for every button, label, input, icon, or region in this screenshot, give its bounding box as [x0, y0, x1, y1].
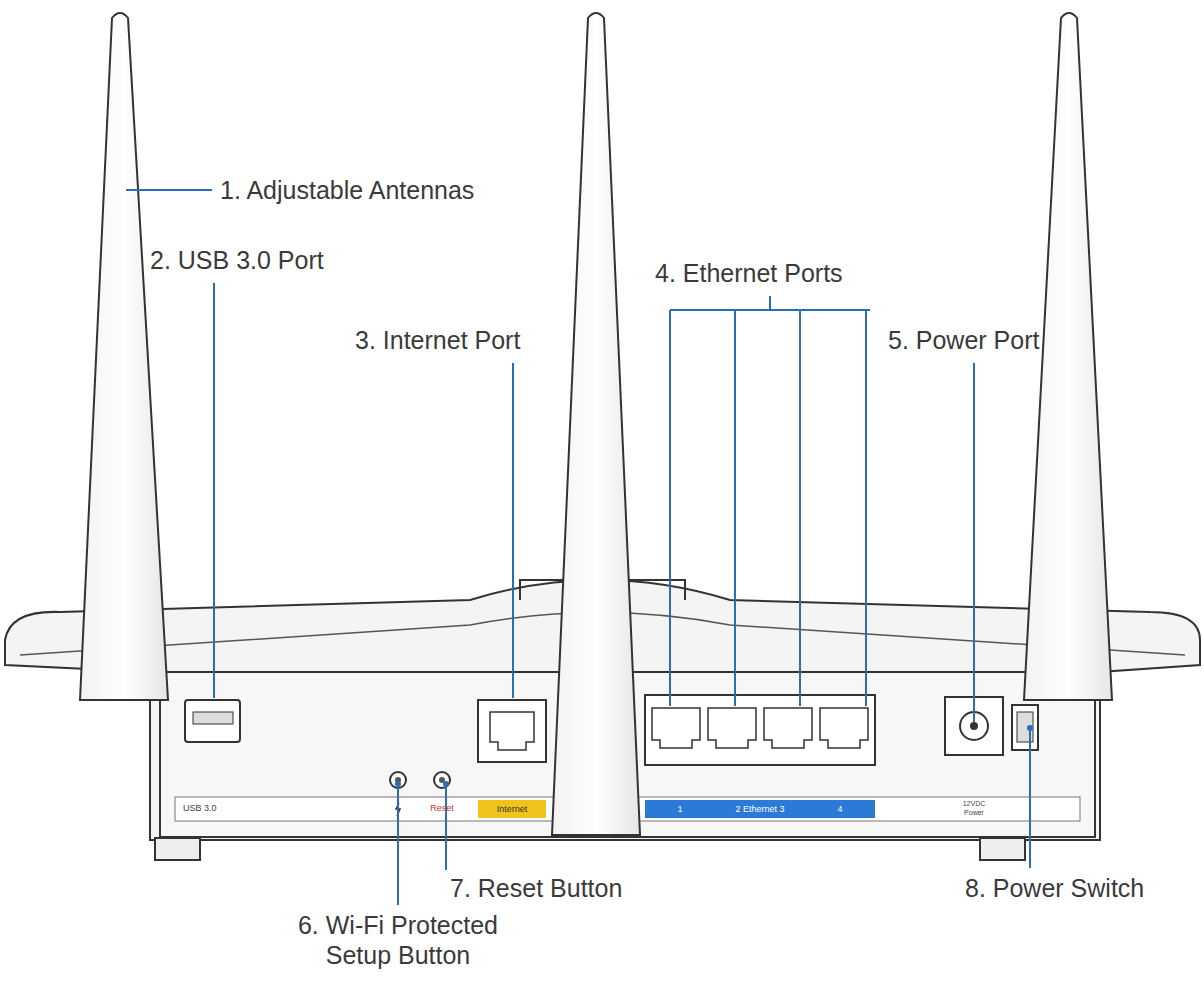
callout-label: 2. USB 3.0 Port — [150, 245, 324, 275]
port-print: 2 Ethernet 3 — [735, 804, 784, 814]
port-print: 1 — [677, 804, 682, 814]
panel-print: Power — [964, 809, 984, 817]
callout-label: 7. Reset Button — [450, 873, 622, 903]
callout-label: 1. Adjustable Antennas — [220, 175, 474, 205]
port-print: Internet — [497, 804, 528, 814]
ethernet-band: 1 2 Ethernet 3 4 — [645, 800, 875, 818]
callout-label: 5. Power Port — [888, 325, 1039, 355]
panel-print: USB 3.0 — [183, 803, 217, 814]
panel-print: 12VDC — [963, 800, 986, 808]
port-print: 4 — [837, 804, 842, 814]
callout-label: 4. Ethernet Ports — [655, 258, 843, 288]
panel-print: Reset — [430, 803, 454, 814]
callout-label: 6. Wi-Fi Protected Setup Button — [273, 910, 523, 970]
internet-badge: Internet — [478, 800, 546, 818]
callout-label: 8. Power Switch — [965, 873, 1144, 903]
callout-label: 3. Internet Port — [355, 325, 520, 355]
